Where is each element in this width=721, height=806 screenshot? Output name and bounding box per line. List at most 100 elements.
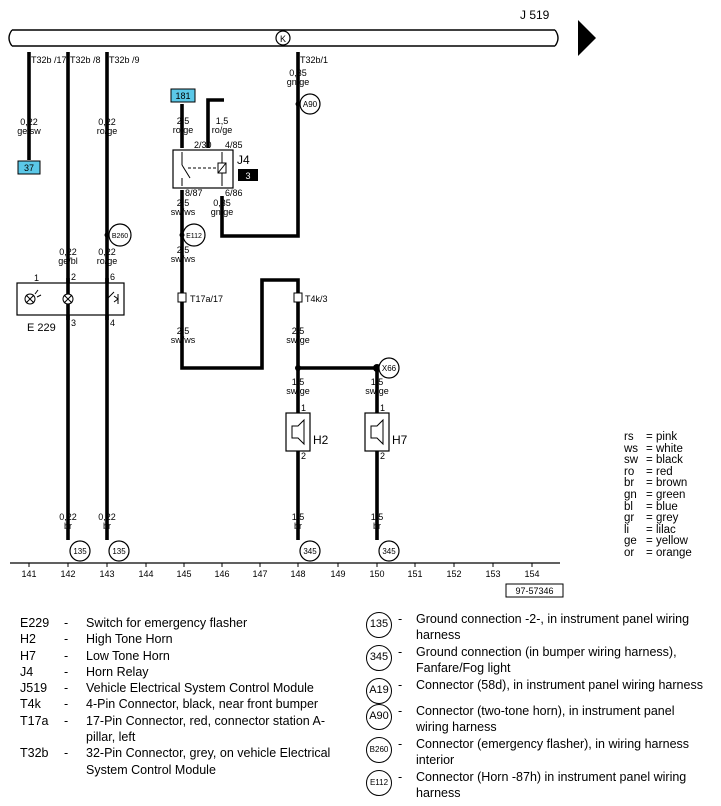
- lamp-icon: [24, 289, 42, 305]
- wire-size: 2,5: [177, 326, 190, 336]
- color-code: br: [624, 477, 635, 490]
- wire-size: 0,22: [98, 247, 116, 257]
- connector-x66: X66: [382, 364, 397, 373]
- wire-size: 0,22: [98, 117, 116, 127]
- connection-legend: 135-Ground connection -2-, in instrument…: [364, 612, 709, 803]
- connection-symbol: A19: [366, 678, 392, 704]
- color-row: or=orange: [624, 546, 692, 559]
- grid-ticks: [28, 563, 533, 567]
- horn-label: H7: [392, 433, 408, 447]
- wire-size: 1,5: [371, 512, 384, 522]
- legend-desc: Vehicle Electrical System Control Module: [86, 681, 314, 696]
- ref-3: 3: [245, 171, 250, 181]
- color-row: ro=red: [624, 465, 673, 478]
- legend-desc: 32-Pin Connector, grey, on vehicle Elect…: [86, 746, 331, 777]
- legend-code: J4: [20, 664, 34, 679]
- wire-size: 0,22: [98, 512, 116, 522]
- legend-item: E112-Connector (Horn -87h) in instrument…: [364, 770, 709, 801]
- document-number: 97-57346: [515, 586, 553, 596]
- horn-pin: 2: [301, 451, 306, 461]
- legend-desc: Connector (Horn -87h) in instrument pane…: [416, 770, 687, 800]
- wire-color: br: [103, 521, 111, 531]
- terminal-labels: T32b /17 T32b /8 T32b /9 T32b/1: [31, 55, 328, 65]
- grid-number: 148: [290, 569, 305, 579]
- legend-desc: 4-Pin Connector, black, near front bumpe…: [86, 697, 319, 712]
- color-code-table: rs=pink ws=white sw=black ro=red br=brow…: [624, 431, 692, 560]
- color-code: ro: [624, 465, 635, 478]
- color-code: ge: [624, 535, 637, 548]
- color-name: red: [656, 465, 673, 478]
- high-tone-horn-h2: 1 2 H2: [285, 403, 329, 461]
- switch-contact-icon: [106, 291, 119, 304]
- wire-color: gn/ge: [287, 77, 310, 87]
- color-name: yellow: [656, 535, 688, 548]
- color-row: rs=pink: [624, 431, 678, 443]
- relay-label: J4: [237, 153, 250, 167]
- color-code: ws: [624, 442, 639, 455]
- legend-item: T32b-32-Pin Connector, grey, on vehicle …: [20, 745, 350, 778]
- legend-desc: Low Tone Horn: [86, 648, 170, 663]
- wire-color: sw/ge: [286, 386, 310, 396]
- wire-color: ge/sw: [17, 126, 41, 136]
- legend-item: B260-Connector (emergency flasher), in w…: [364, 737, 709, 768]
- color-code: or: [624, 546, 635, 559]
- wire-size: 1,5: [371, 377, 384, 387]
- color-row: li=lilac: [624, 523, 676, 536]
- color-code: gr: [624, 512, 635, 525]
- legend-desc: Ground connection -2-, in instrument pan…: [416, 612, 690, 642]
- wire-color: ge/bl: [58, 256, 78, 266]
- wire-size: 0,35: [213, 198, 231, 208]
- legend-item: 135-Ground connection -2-, in instrument…: [364, 612, 709, 643]
- component-legend: E229-Switch for emergency flasher H2-Hig…: [20, 615, 350, 778]
- module-symbol: K: [280, 34, 286, 44]
- horn-pin: 2: [380, 451, 385, 461]
- connector-a90: A90: [303, 100, 318, 109]
- connector-b260: B260: [112, 233, 128, 240]
- wire-size: 1,5: [292, 512, 305, 522]
- color-row: sw=black: [624, 454, 683, 467]
- switch-pin: 6: [110, 272, 115, 282]
- emergency-flasher-switch-e229: 1 2 6 3 4 E 229: [16, 272, 125, 334]
- switch-pin: 3: [71, 318, 76, 328]
- color-code: rs: [624, 431, 634, 443]
- relay-pin: 2/30: [194, 140, 212, 150]
- wire-size: 2,5: [177, 245, 190, 255]
- connection-symbol: 345: [366, 645, 392, 671]
- color-row: br=brown: [624, 477, 688, 490]
- legend-code: J519: [20, 681, 48, 696]
- horn-label: H2: [313, 433, 329, 447]
- terminal-t32b-1: T32b/1: [300, 55, 328, 65]
- color-name: black: [656, 454, 683, 467]
- legend-code: T32b: [20, 746, 49, 761]
- wire-color: ro/ge: [173, 125, 194, 135]
- color-name: green: [656, 488, 686, 501]
- relay-pin: 4/85: [225, 140, 243, 150]
- legend-item: H2-High Tone Horn: [20, 631, 350, 647]
- horn-pin: 1: [301, 403, 306, 413]
- grid-number: 142: [60, 569, 75, 579]
- legend-item: J519-Vehicle Electrical System Control M…: [20, 680, 350, 696]
- wire-color: gn/ge: [211, 207, 234, 217]
- wire-size: 0,22: [59, 247, 77, 257]
- legend-item: T17a-17-Pin Connector, red, connector st…: [20, 713, 350, 746]
- wire-size: 2,5: [177, 198, 190, 208]
- terminal-t32b-8: T32b /8: [70, 55, 101, 65]
- legend-desc: Ground connection (in bumper wiring harn…: [416, 645, 677, 675]
- relay-pin: 8/87: [185, 188, 203, 198]
- connection-symbol: 135: [366, 612, 392, 638]
- legend-item: A19-Connector (58d), in instrument panel…: [364, 678, 709, 704]
- grid-number: 144: [138, 569, 153, 579]
- legend-code: T17a: [20, 713, 49, 728]
- terminal-t32b-17: T32b /17: [31, 55, 67, 65]
- color-row: ge=yellow: [624, 535, 688, 548]
- grid-number: 151: [407, 569, 422, 579]
- switch-pin: 2: [71, 272, 76, 282]
- color-name: pink: [656, 431, 678, 443]
- connector-e112: E112: [186, 233, 202, 240]
- wire-color: sw/ws: [171, 335, 196, 345]
- color-code: sw: [624, 454, 639, 467]
- terminal-t4k-3: T4k/3: [305, 294, 328, 304]
- horn-relay-j4: 2/30 4/85 8/87 6/86 J4: [172, 140, 250, 198]
- wire-color: sw/ge: [286, 335, 310, 345]
